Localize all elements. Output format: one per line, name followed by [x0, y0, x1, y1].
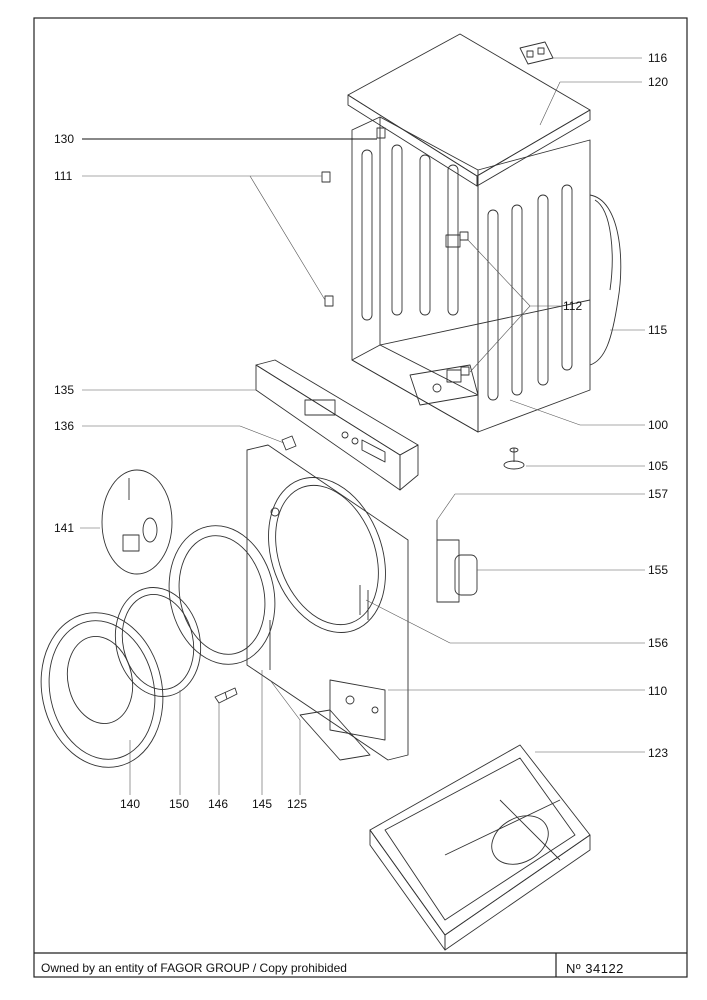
top-clip-part [519, 41, 554, 65]
ownership-notice: Owned by an entity of FAGOR GROUP / Copy… [41, 961, 347, 975]
callout-146: 146 [208, 797, 229, 811]
callout-110: 110 [648, 684, 668, 698]
knob-part [281, 435, 297, 451]
callout-156: 156 [648, 636, 669, 650]
door-frame-part [168, 525, 276, 670]
clip-130 [376, 127, 386, 139]
detail-inset-part [101, 469, 173, 575]
callout-123: 123 [648, 746, 669, 760]
callout-141: 141 [54, 521, 75, 535]
hinge-block-lower [446, 366, 470, 383]
callout-112: 112 [563, 299, 583, 313]
callout-116: 116 [648, 51, 668, 65]
foot-part [503, 447, 525, 470]
leader-112 [467, 239, 531, 307]
callout-111: 111 [54, 169, 73, 183]
leader-100 [509, 399, 581, 426]
callout-130: 130 [54, 132, 75, 146]
door-outer-ring-part [40, 612, 164, 768]
door-glass-part [114, 587, 202, 697]
callout-135: 135 [54, 383, 75, 397]
callout-155: 155 [648, 563, 669, 577]
screw-part [214, 687, 238, 704]
callout-140: 140 [120, 797, 141, 811]
top-lid-part [347, 33, 591, 187]
base-frame-part [369, 744, 591, 951]
control-panel-part [255, 359, 419, 491]
leader-120 [539, 81, 561, 126]
hinge-block-upper [445, 231, 469, 248]
callout-125: 125 [287, 797, 308, 811]
clip-111-lower [324, 295, 334, 307]
lower-plinth-part [299, 679, 386, 761]
cabinet-part [351, 116, 591, 433]
callout-100: 100 [648, 418, 669, 432]
front-panel-part [246, 444, 409, 761]
leader-156 [365, 599, 451, 644]
callout-136: 136 [54, 419, 75, 433]
callout-105: 105 [648, 459, 669, 473]
side-cover-part [589, 194, 622, 366]
door-lock-part [436, 520, 478, 603]
leader-125 [269, 679, 301, 721]
callout-157: 157 [648, 487, 669, 501]
callout-150: 150 [169, 797, 190, 811]
callout-120: 120 [648, 75, 669, 89]
clip-111-upper [321, 171, 331, 183]
page-border [33, 17, 688, 978]
callout-115: 115 [648, 323, 668, 337]
document-number: Nº 34122 [566, 961, 624, 976]
callout-145: 145 [252, 797, 273, 811]
